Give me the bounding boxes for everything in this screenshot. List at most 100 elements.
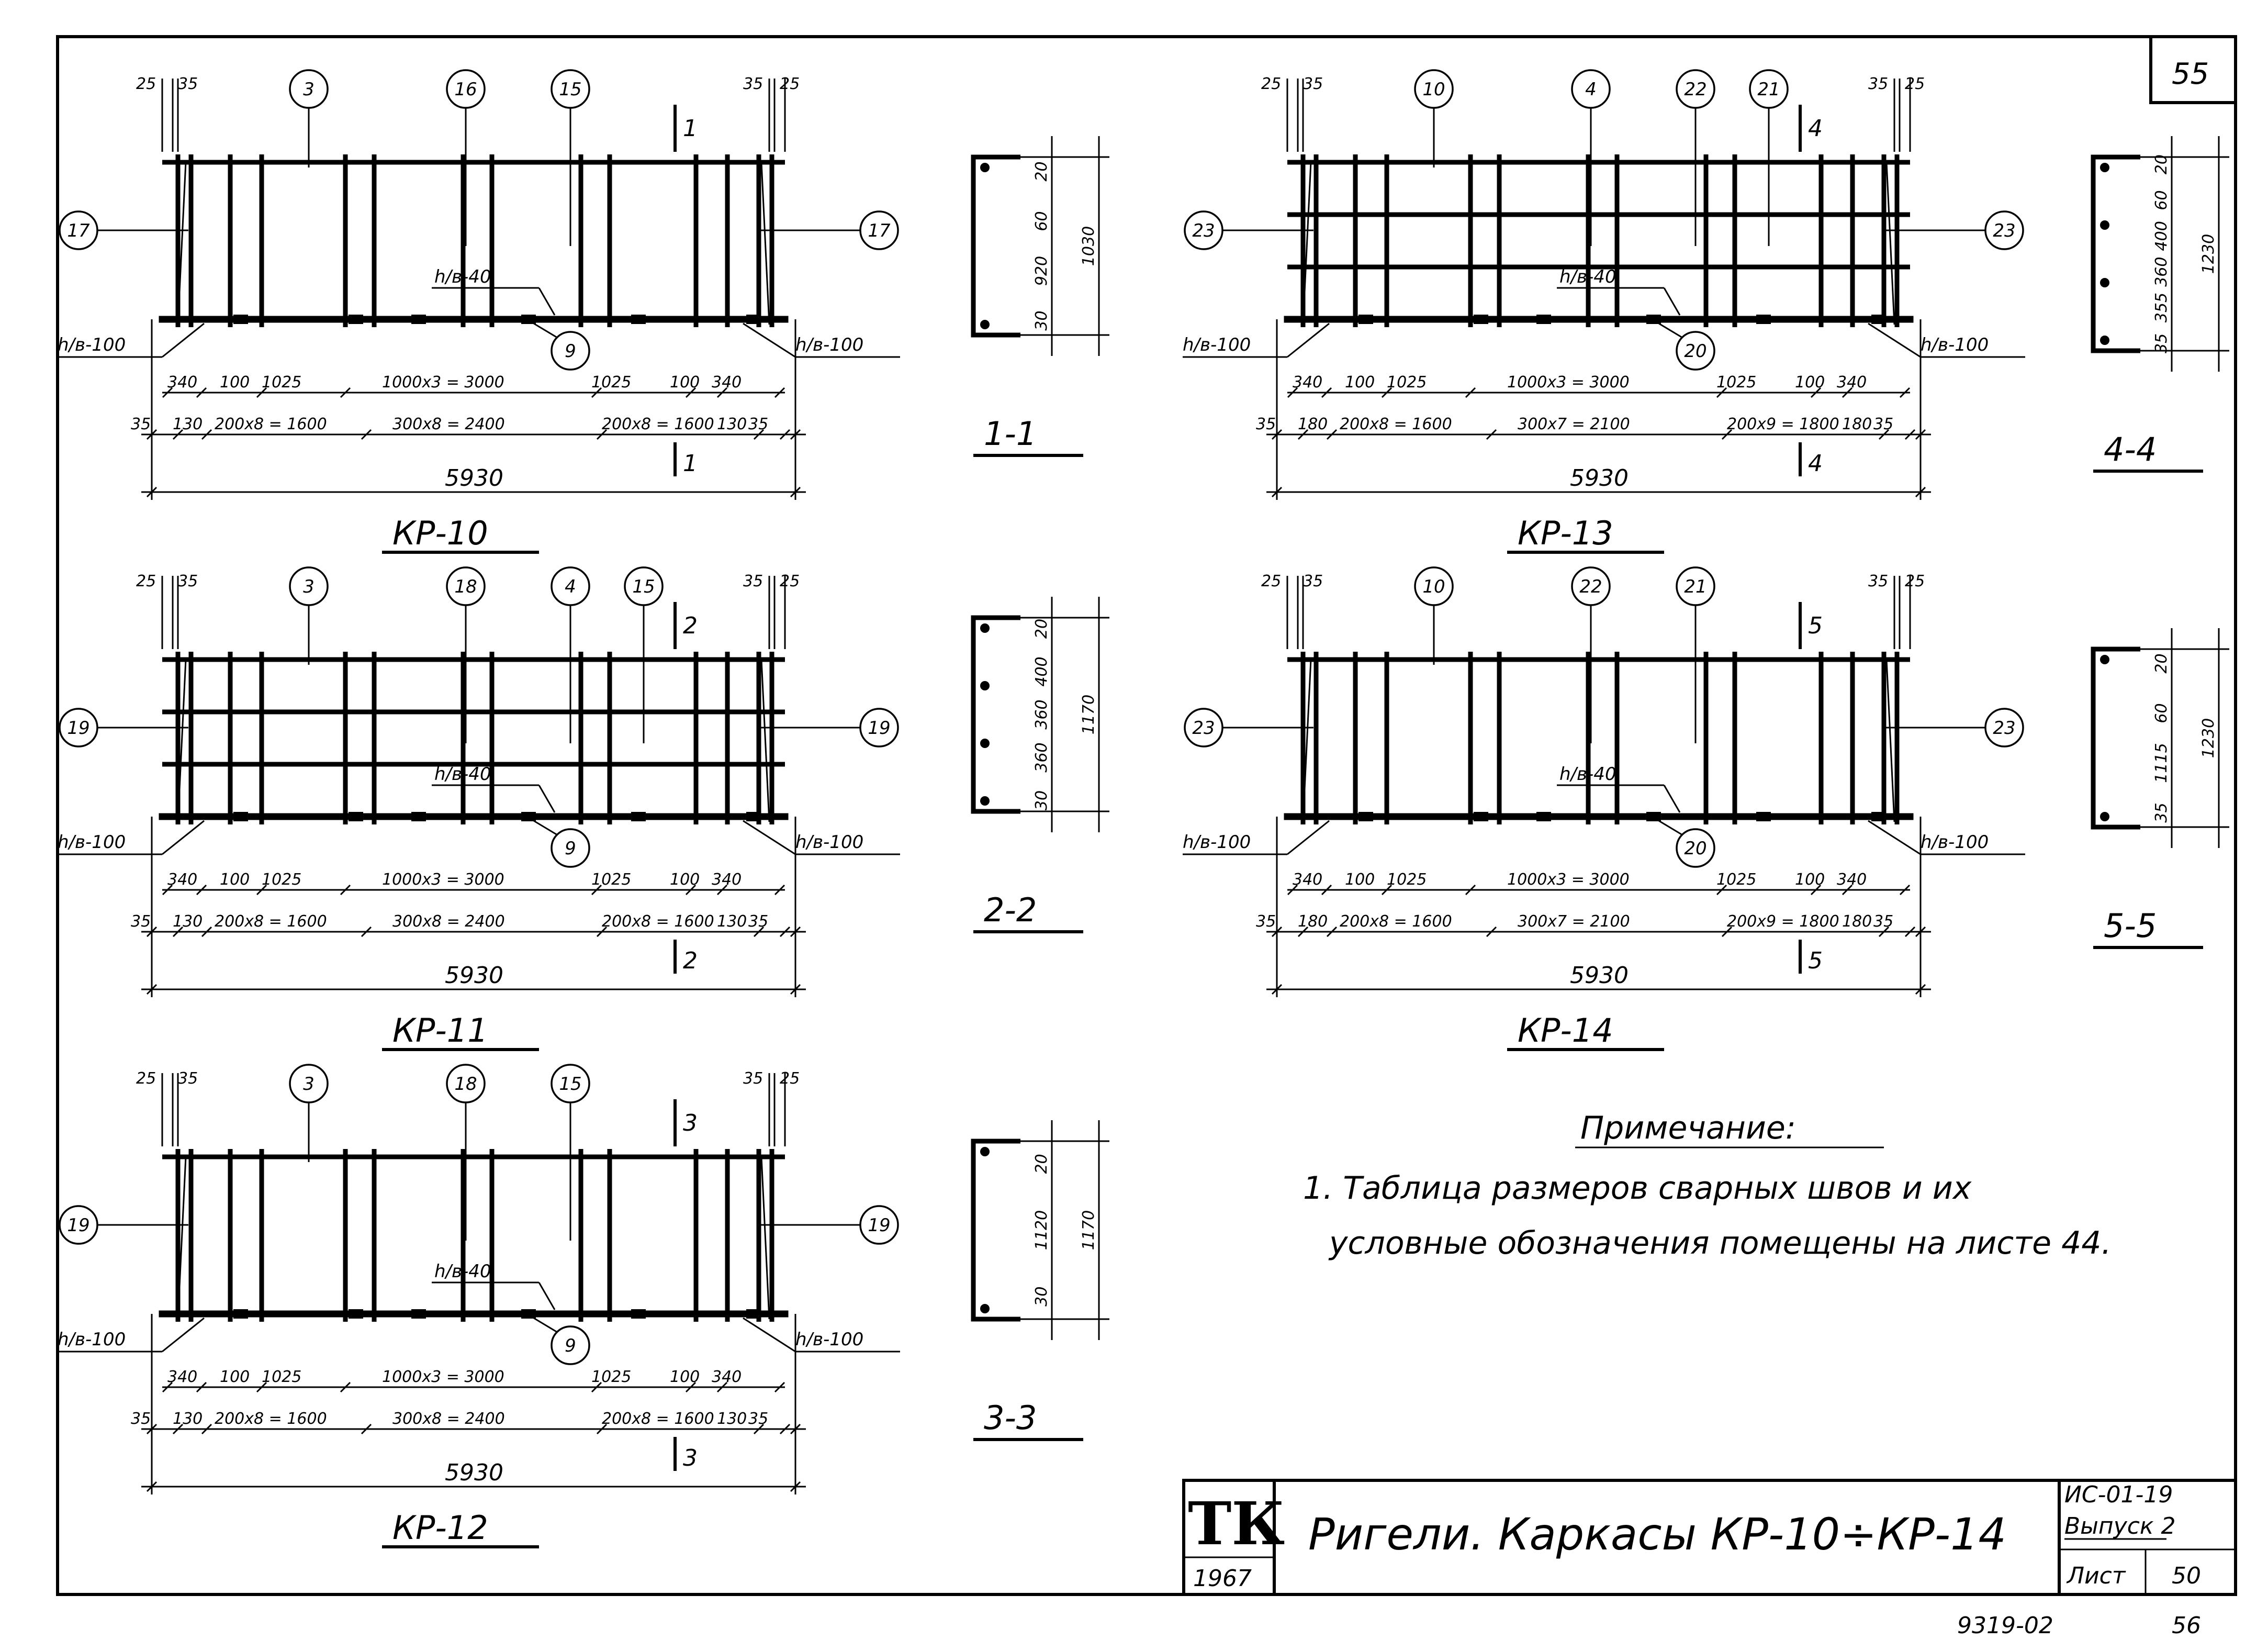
note-block: Примечание: 1. Таблица размеров сварных … bbox=[1303, 1110, 2112, 1262]
dim-row2-value: 180 bbox=[1298, 415, 1328, 433]
callout-number: 15 bbox=[632, 576, 655, 597]
end-slant-bar bbox=[760, 1156, 770, 1320]
callout-side-number: 23 bbox=[1993, 220, 2015, 241]
weld-leader bbox=[743, 1317, 796, 1353]
dim-row2-value: 130 bbox=[173, 1410, 203, 1428]
dimension-tick bbox=[340, 1381, 351, 1393]
section-dim-value: 30 bbox=[1032, 790, 1051, 810]
callout-number: 21 bbox=[1684, 576, 1706, 597]
section-dim-value: 60 bbox=[2152, 190, 2171, 210]
dimension-tick bbox=[1287, 884, 1298, 896]
dim-row2-value: 35 bbox=[1873, 415, 1893, 433]
cut-label-bottom: 1 bbox=[683, 450, 698, 477]
section-dim-value: 30 bbox=[1032, 1287, 1051, 1307]
dim-row1-value: 1025 bbox=[591, 871, 631, 889]
callout-number: 10 bbox=[1422, 79, 1445, 100]
section-bar-dot bbox=[980, 320, 990, 329]
section-label: 5-5 bbox=[2104, 907, 2157, 945]
end-weld-label-right: h/в-100 bbox=[1921, 334, 1989, 355]
sheet-frame bbox=[56, 35, 2237, 1596]
section-dim-value: 60 bbox=[2152, 703, 2171, 723]
section-outline bbox=[971, 1139, 1020, 1322]
section-dim-value: 35 bbox=[2152, 333, 2171, 353]
weld-leader bbox=[743, 322, 796, 358]
footer-page: 56 bbox=[2172, 1612, 2201, 1639]
drawing-title: КР-13 bbox=[1518, 514, 1613, 552]
dimension-tick bbox=[1842, 884, 1853, 896]
dim-row2-value: 200x8 = 1600 bbox=[215, 912, 327, 931]
callout-side-number: 23 bbox=[1192, 718, 1215, 739]
weld-leader bbox=[1287, 820, 1330, 855]
section-bar-dot bbox=[2100, 812, 2109, 821]
dim-row1-value: 1000x3 = 3000 bbox=[382, 373, 504, 392]
end-slant-bar bbox=[1885, 659, 1895, 822]
dim-top-left-35: 35 bbox=[178, 572, 198, 590]
dim-row2-value: 200x8 = 1600 bbox=[1340, 912, 1452, 931]
callout-circle bbox=[289, 1064, 329, 1103]
weld-mark bbox=[1358, 812, 1373, 821]
dim-row2-value: 200x9 = 1800 bbox=[1727, 415, 1839, 433]
weld-leader bbox=[1868, 322, 1921, 358]
callout-bottom-number: 20 bbox=[1684, 838, 1706, 859]
dim-row2-value: 300x8 = 2400 bbox=[392, 415, 505, 433]
dimension-tick bbox=[162, 387, 173, 398]
dimension-tick bbox=[1899, 884, 1911, 896]
dimension-tick bbox=[1878, 926, 1890, 938]
callout-circle bbox=[1676, 566, 1715, 606]
dim-row1-value: 1025 bbox=[1716, 871, 1756, 889]
end-weld-label-right: h/в-100 bbox=[795, 1329, 863, 1350]
dimension-tick bbox=[596, 926, 608, 938]
section-bar-dot bbox=[980, 739, 990, 748]
footer-code: 9319-02 bbox=[1957, 1612, 2053, 1639]
callout-circle bbox=[289, 69, 329, 109]
dim-row1-value: 340 bbox=[712, 1368, 742, 1386]
callout-bottom-number: 20 bbox=[1684, 341, 1706, 362]
dim-row1-value: 1025 bbox=[1387, 373, 1427, 392]
callout-number: 16 bbox=[454, 79, 477, 100]
dim-row2-value: 35 bbox=[1873, 912, 1893, 931]
title-logo: ТК bbox=[1188, 1490, 1285, 1558]
dimension-tick bbox=[1321, 884, 1332, 896]
weld-leader bbox=[1663, 785, 1681, 813]
dimension-tick bbox=[1721, 429, 1733, 440]
dim-row1-value: 100 bbox=[1795, 373, 1825, 392]
section-dim-value: 20 bbox=[1032, 161, 1051, 181]
end-weld-label-right: h/в-100 bbox=[795, 334, 863, 355]
callout-circle bbox=[59, 708, 98, 748]
section-dim-value: 1115 bbox=[2152, 743, 2171, 783]
weld-mark bbox=[1756, 315, 1771, 324]
dimension-tick bbox=[1326, 429, 1338, 440]
dim-row2-value: 35 bbox=[131, 415, 151, 433]
weld-leader bbox=[162, 1317, 205, 1353]
callout-circle bbox=[551, 828, 590, 868]
callout-circle bbox=[551, 69, 590, 109]
cut-label-bottom: 2 bbox=[683, 947, 698, 974]
end-slant-bar bbox=[760, 162, 770, 325]
dimension-tick bbox=[1810, 387, 1822, 398]
section-dim-value: 20 bbox=[2152, 154, 2171, 174]
dim-row1-value: 340 bbox=[1293, 871, 1322, 889]
dim-top-left-35: 35 bbox=[1303, 572, 1323, 590]
dimension-tick bbox=[361, 429, 372, 440]
section-dim-value: 30 bbox=[1032, 310, 1051, 330]
dimension-tick bbox=[1878, 429, 1890, 440]
weld-mark bbox=[233, 812, 248, 821]
callout-circle bbox=[859, 210, 899, 250]
section-dim-value: 1120 bbox=[1032, 1210, 1051, 1250]
weld-mark bbox=[1756, 812, 1771, 821]
weld-mark bbox=[521, 812, 536, 821]
dimension-tick bbox=[1899, 387, 1911, 398]
cut-label-top: 1 bbox=[683, 115, 698, 142]
section-outline bbox=[971, 615, 1020, 814]
callout-side-number: 17 bbox=[67, 220, 90, 241]
weld-leader bbox=[162, 820, 205, 855]
dimension-tick bbox=[753, 1423, 765, 1435]
dim-top-right-25: 25 bbox=[780, 572, 800, 590]
dim-row2-value: 200x8 = 1600 bbox=[602, 415, 714, 433]
drawing-title: КР-12 bbox=[392, 1509, 488, 1547]
dim-row2-value: 200x8 = 1600 bbox=[215, 1410, 327, 1428]
dim-row2-value: 35 bbox=[1256, 912, 1276, 931]
dim-row1-value: 100 bbox=[220, 1368, 250, 1386]
